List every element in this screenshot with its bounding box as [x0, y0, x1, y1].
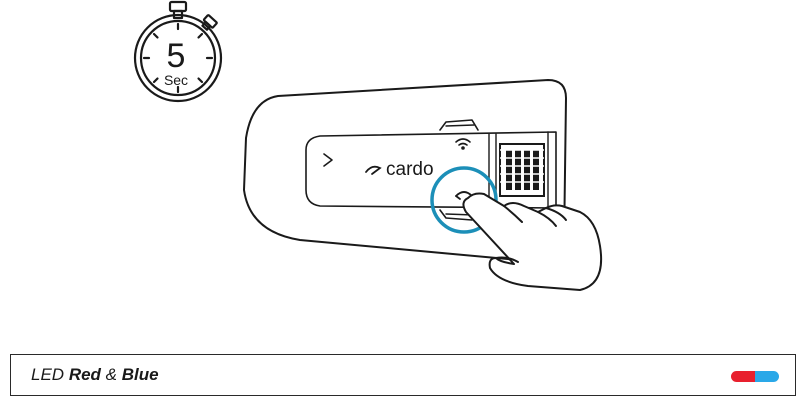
cardo-logo-icon [366, 167, 380, 174]
brand-label: cardo [386, 159, 434, 180]
led-status-bar: LED Red & Blue [10, 354, 796, 396]
led-color-red-label: Red [69, 365, 101, 384]
wireless-icon [456, 139, 470, 149]
led-indicator-icon [731, 371, 779, 382]
led-red-segment [731, 371, 755, 382]
jog-dial [500, 144, 544, 196]
led-prefix: LED [31, 365, 64, 384]
led-color-blue-label: Blue [122, 365, 159, 384]
timer-unit: Sec [164, 72, 188, 88]
instruction-illustration: 5 Sec [0, 0, 810, 330]
led-blue-segment [755, 371, 779, 382]
led-connector: & [106, 365, 117, 384]
led-status-text: LED Red & Blue [31, 365, 159, 385]
timer-number: 5 [167, 37, 186, 75]
